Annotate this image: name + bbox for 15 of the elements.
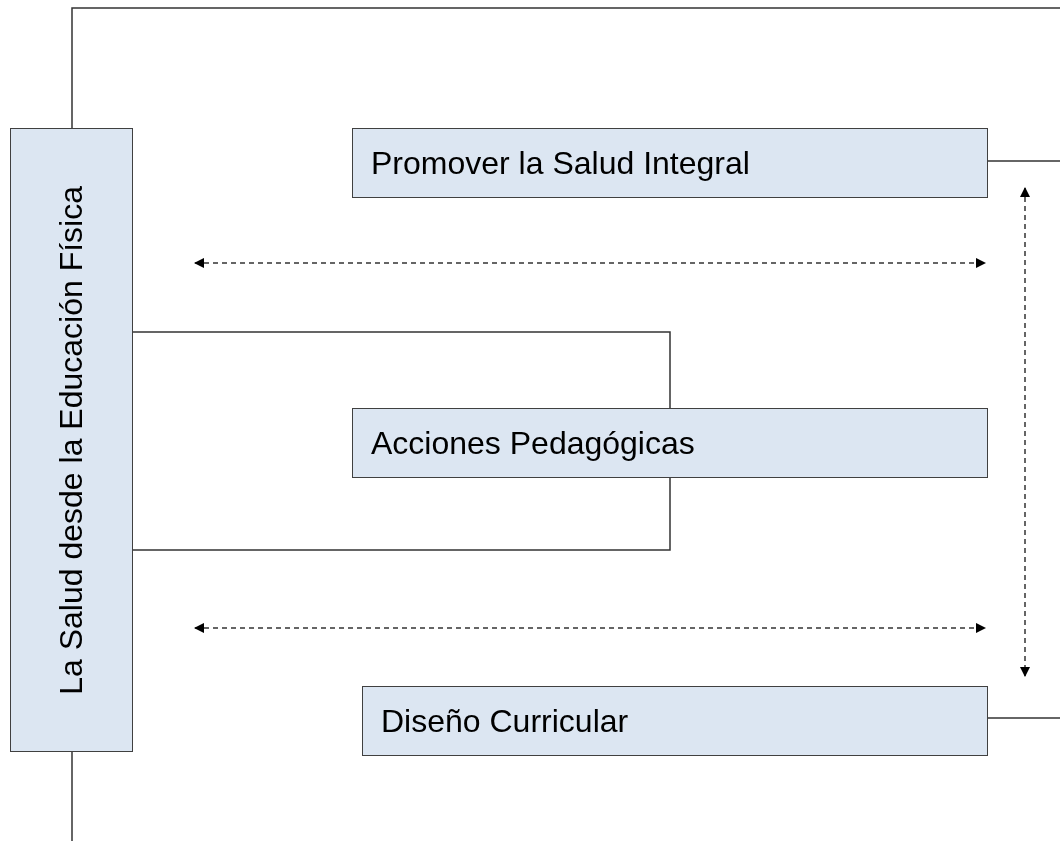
node-label: Diseño Curricular <box>381 701 629 741</box>
node-label: La Salud desde la Educación Física <box>52 185 91 695</box>
connector-line <box>132 477 671 551</box>
process-box <box>352 128 988 198</box>
connector-line <box>987 160 1060 162</box>
node-label: Promover la Salud Integral <box>371 143 750 183</box>
connector-line <box>132 331 671 409</box>
node-label: Acciones Pedagógicas <box>371 423 695 463</box>
process-box <box>10 128 133 752</box>
connector-line <box>71 7 1060 129</box>
process-box <box>352 408 988 478</box>
arrow <box>1019 186 1031 678</box>
connector-line <box>71 751 73 841</box>
process-box <box>362 686 988 756</box>
connector-line <box>987 717 1060 719</box>
